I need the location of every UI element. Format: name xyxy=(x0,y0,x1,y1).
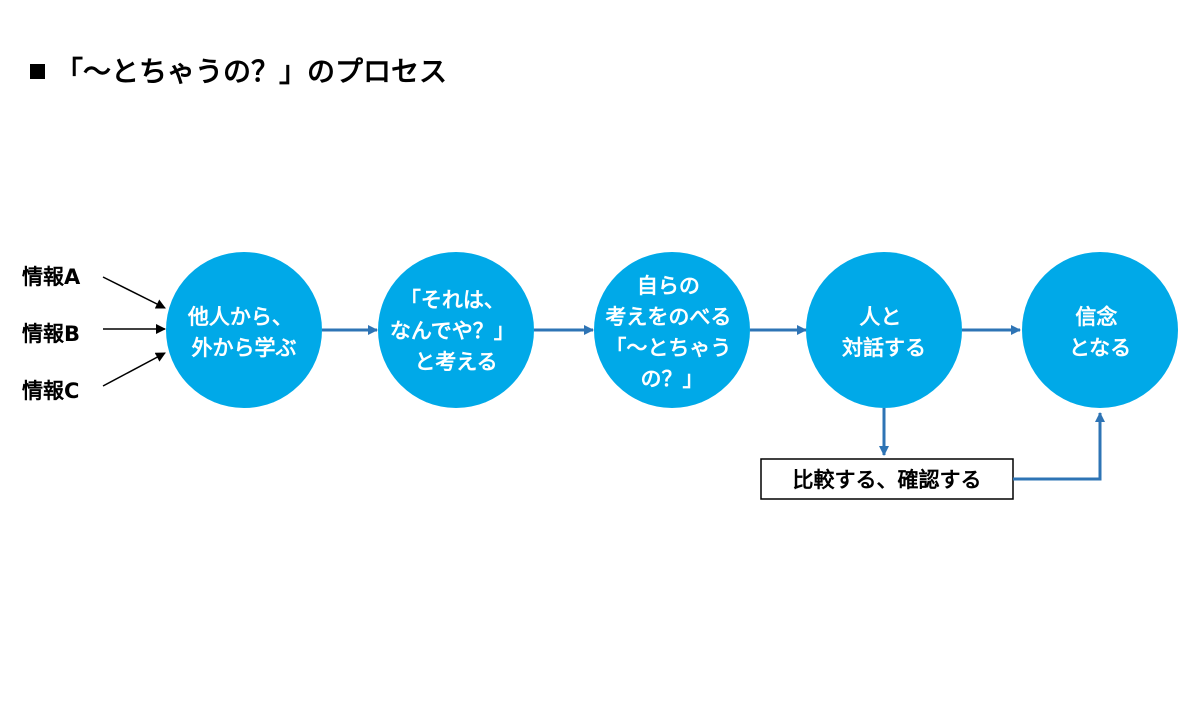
step-label-4: 人と 対話する xyxy=(842,305,926,360)
step-labels: 他人から、 外から学ぶ 「それは、 なんでや？」 と考える 自らの 考えをのべる… xyxy=(187,274,1131,391)
step-label-5: 信念 となる xyxy=(1069,305,1131,360)
step-circles xyxy=(166,252,1178,408)
input-arrows xyxy=(102,276,166,387)
step-circle-5 xyxy=(1022,252,1178,408)
input-label-a: 情報A xyxy=(22,265,81,289)
feedback-loop: 比較する、確認する xyxy=(760,408,1105,500)
step-circle-2 xyxy=(378,252,534,408)
input-arrow-a xyxy=(102,276,166,309)
step-circle-3 xyxy=(594,252,750,408)
step-circle-4 xyxy=(806,252,962,408)
input-label-b: 情報B xyxy=(22,322,80,346)
input-arrow-c xyxy=(102,352,166,387)
input-label-c: 情報C xyxy=(22,379,79,403)
input-labels: 情報A 情報B 情報C xyxy=(22,265,81,403)
square-bullet-icon xyxy=(30,64,45,79)
page-title: 「～とちゃうの？」のプロセス xyxy=(30,50,447,90)
page-title-text: 「～とちゃうの？」のプロセス xyxy=(55,55,448,88)
step-label-2: 「それは、 なんでや？」 と考える xyxy=(390,288,522,374)
step-label-3: 自らの 考えをのべる 「～とちゃう の？」 xyxy=(605,274,738,391)
feedback-box xyxy=(760,458,1014,500)
step-label-1: 他人から、 外から学ぶ xyxy=(187,305,300,360)
arrow-up-to-step-5 xyxy=(1013,412,1105,481)
step-circle-1 xyxy=(166,252,322,408)
feedback-box-label: 比較する、確認する xyxy=(793,468,982,492)
